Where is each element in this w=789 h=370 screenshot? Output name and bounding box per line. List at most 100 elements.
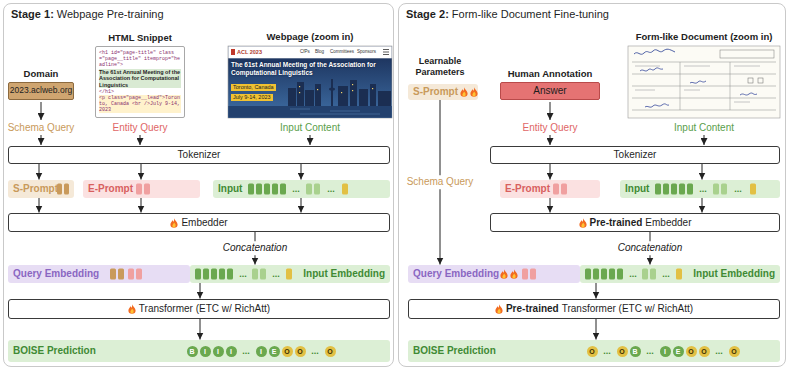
- token-band: Query Embedding: [8, 265, 190, 283]
- connector-arrow: [550, 164, 551, 180]
- connector-arrow: [301, 198, 302, 213]
- token-band: Query Embedding: [408, 265, 580, 283]
- label: <h1 id="page-title" class="page__title" …: [99, 50, 181, 68]
- node-label: Stage 1:: [11, 8, 54, 21]
- node-label: Query Embedding: [413, 268, 499, 280]
- label: ...: [603, 346, 611, 356]
- tag-circle: O: [686, 346, 697, 357]
- node-label: BOISE Prediction: [413, 345, 496, 357]
- node-label: O: [327, 348, 332, 355]
- process-box: Pre-trainedEmbedder: [490, 213, 780, 232]
- tag-circle: O: [295, 346, 306, 357]
- token-band: S-Prompt: [8, 180, 74, 198]
- token-band: BOISE PredictionBIIIIEOOO: [8, 340, 390, 362]
- fire-icon: [460, 87, 468, 97]
- node-label: Stage 2:: [406, 8, 449, 21]
- connector-arrow: [596, 283, 597, 299]
- node-label: Input: [218, 183, 242, 195]
- heading: Human Annotation: [508, 69, 593, 80]
- connector-arrow: [550, 198, 551, 213]
- node-label: Pre-trained: [590, 217, 643, 229]
- node-label: O: [688, 348, 693, 355]
- heading: Domain: [24, 69, 59, 80]
- label: Entity Query: [522, 122, 577, 134]
- label: Schema Query: [8, 122, 75, 134]
- node-label: BOISE Prediction: [13, 345, 96, 357]
- tag-circle: E: [269, 346, 280, 357]
- process-box: Embedder: [8, 213, 390, 232]
- node-label: I: [217, 348, 219, 355]
- label: </h1>: [99, 89, 181, 95]
- token-band: Input Embedding: [580, 265, 780, 283]
- fire-icon: [495, 304, 503, 314]
- label: ...: [292, 184, 300, 194]
- label: ...: [311, 346, 319, 356]
- label: ACL 2023: [237, 49, 262, 55]
- node-label: Input: [625, 183, 649, 195]
- node-label: Query Embedding: [13, 268, 99, 280]
- token-band: E-Prompt: [83, 180, 200, 198]
- tag-circle: O: [587, 346, 598, 357]
- fire-icon: [579, 218, 587, 228]
- connector-arrow: [702, 164, 703, 180]
- tag-circle: O: [699, 346, 710, 357]
- stage-panel: Stage 1:Webpage Pre-trainingDomain2023.a…: [3, 3, 394, 367]
- node-label: Transformer (ETC w/ RichAtt): [562, 303, 693, 315]
- node-label: S-Prompt: [413, 86, 458, 98]
- tag-circle: I: [660, 346, 671, 357]
- node-label: O: [701, 348, 706, 355]
- node-label: Input Embedding: [693, 268, 775, 280]
- process-box: Tokenizer: [8, 146, 390, 164]
- node-label: O: [731, 348, 736, 355]
- label: ...: [629, 269, 637, 279]
- domain-box: Domain2023.aclweb.org: [8, 82, 74, 100]
- label: The 61st Annual Meeting of the Associati…: [231, 61, 389, 77]
- fire-icon: [170, 218, 178, 228]
- html-snippet: HTML Snippet<h1 id="page-title" class="p…: [95, 46, 185, 118]
- label: Entity Query: [112, 122, 167, 134]
- process-box: Tokenizer: [490, 146, 780, 164]
- label: ...: [239, 269, 247, 279]
- tag-circle: O: [282, 346, 293, 357]
- label: Sponsors: [357, 49, 376, 54]
- tag-circle: B: [630, 346, 641, 357]
- label: ...: [272, 269, 280, 279]
- connector-arrow: [141, 164, 142, 180]
- node-label: Webpage Pre-training: [57, 8, 164, 21]
- label: ...: [662, 269, 670, 279]
- label: Input Content: [674, 122, 734, 134]
- label: ...: [242, 346, 250, 356]
- connector-arrow: [702, 198, 703, 213]
- node-label: O: [284, 348, 289, 355]
- tag-circle: I: [213, 346, 224, 357]
- form-document-picture: [628, 46, 780, 118]
- node-label: I: [260, 348, 262, 355]
- node-label: B: [632, 348, 637, 355]
- label: The 61st Annual Meeting of the Associati…: [99, 69, 181, 89]
- label: Input Content: [280, 122, 340, 134]
- fire-icon: [128, 304, 136, 314]
- label: <p class="page__lead">Toronto, Canada <b…: [99, 95, 181, 113]
- connector-arrow: [39, 198, 40, 213]
- node-label: E-Prompt: [88, 183, 133, 195]
- label: CfPs: [300, 49, 310, 54]
- token-band: Input Embedding: [190, 265, 390, 283]
- tag-circle: O: [617, 346, 628, 357]
- token-band: Input: [213, 180, 390, 198]
- node-label: Input Embedding: [303, 268, 385, 280]
- node-label: B: [189, 348, 194, 355]
- heading: Webpage (zoom in): [267, 32, 354, 43]
- picture-frame: Form-like Document (zoom in): [628, 46, 780, 118]
- node-label: Pre-trained: [506, 303, 559, 315]
- tag-circle: I: [200, 346, 211, 357]
- node-label: Answer: [533, 85, 566, 97]
- answer-box: Human AnnotationAnswer: [500, 82, 600, 100]
- label: Toronto, Canada: [231, 84, 276, 91]
- node-label: Embedder: [181, 217, 227, 229]
- edge-label: Concatenation: [222, 242, 289, 256]
- tag-circle: I: [256, 346, 267, 357]
- node-label: O: [297, 348, 302, 355]
- node-label: E-Prompt: [505, 183, 550, 195]
- tag-circle: I: [226, 346, 237, 357]
